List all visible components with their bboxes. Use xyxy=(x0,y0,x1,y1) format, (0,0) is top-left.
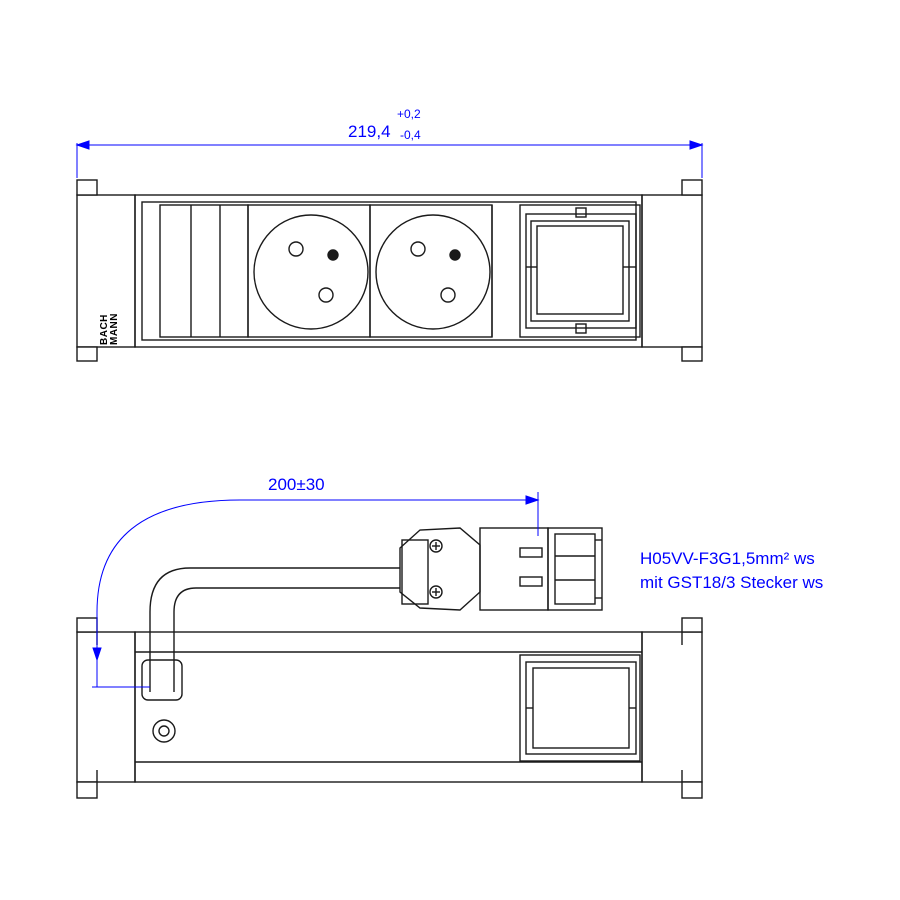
tolerance-lower: -0,4 xyxy=(400,128,421,142)
housing-inner xyxy=(141,201,637,341)
left-end-cap xyxy=(76,194,136,348)
socket-hole-2a xyxy=(410,241,426,257)
brand-line-2: MANN xyxy=(109,313,120,345)
cable-outer xyxy=(149,567,400,692)
cable-spec-line-2: mit GST18/3 Stecker ws xyxy=(640,573,824,592)
cable-entry-nut xyxy=(141,659,183,701)
side-left-end-cap xyxy=(76,631,136,783)
socket-module-2 xyxy=(369,204,493,338)
cable-spec-line-1: H05VV-F3G1,5mm² ws xyxy=(640,549,815,568)
socket-module-1 xyxy=(247,204,371,338)
brand-logo: BACH MANN xyxy=(99,285,140,345)
cable-length-dimension xyxy=(92,492,540,688)
clip-top-right xyxy=(681,179,703,196)
cable-inner xyxy=(173,587,400,692)
socket-face-1 xyxy=(253,214,369,330)
tolerance-upper: +0,2 xyxy=(397,107,421,121)
side-housing xyxy=(134,631,643,783)
side-keystone-module xyxy=(519,654,641,762)
cable-length-value: 200±30 xyxy=(268,475,325,494)
socket-hole-1b xyxy=(318,287,334,303)
socket-hole-1a xyxy=(288,241,304,257)
blank-module xyxy=(159,204,249,338)
socket-hole-2b xyxy=(440,287,456,303)
front-view xyxy=(76,179,703,362)
clip-bottom-left xyxy=(76,346,98,362)
overall-length-value: 219,4 xyxy=(348,122,391,141)
earth-pin-1 xyxy=(327,249,339,261)
side-view xyxy=(76,527,703,799)
clip-bottom-right xyxy=(681,346,703,362)
right-end-cap xyxy=(641,194,703,348)
side-right-end-cap xyxy=(641,631,703,783)
cable-grommet xyxy=(152,719,176,743)
overall-length-dimension xyxy=(75,140,704,178)
earth-pin-2 xyxy=(449,249,461,261)
clip-top-left xyxy=(76,179,98,196)
gst18-plug xyxy=(399,527,603,611)
keystone-module xyxy=(519,204,641,338)
housing-profile xyxy=(134,194,643,348)
socket-face-2 xyxy=(375,214,491,330)
